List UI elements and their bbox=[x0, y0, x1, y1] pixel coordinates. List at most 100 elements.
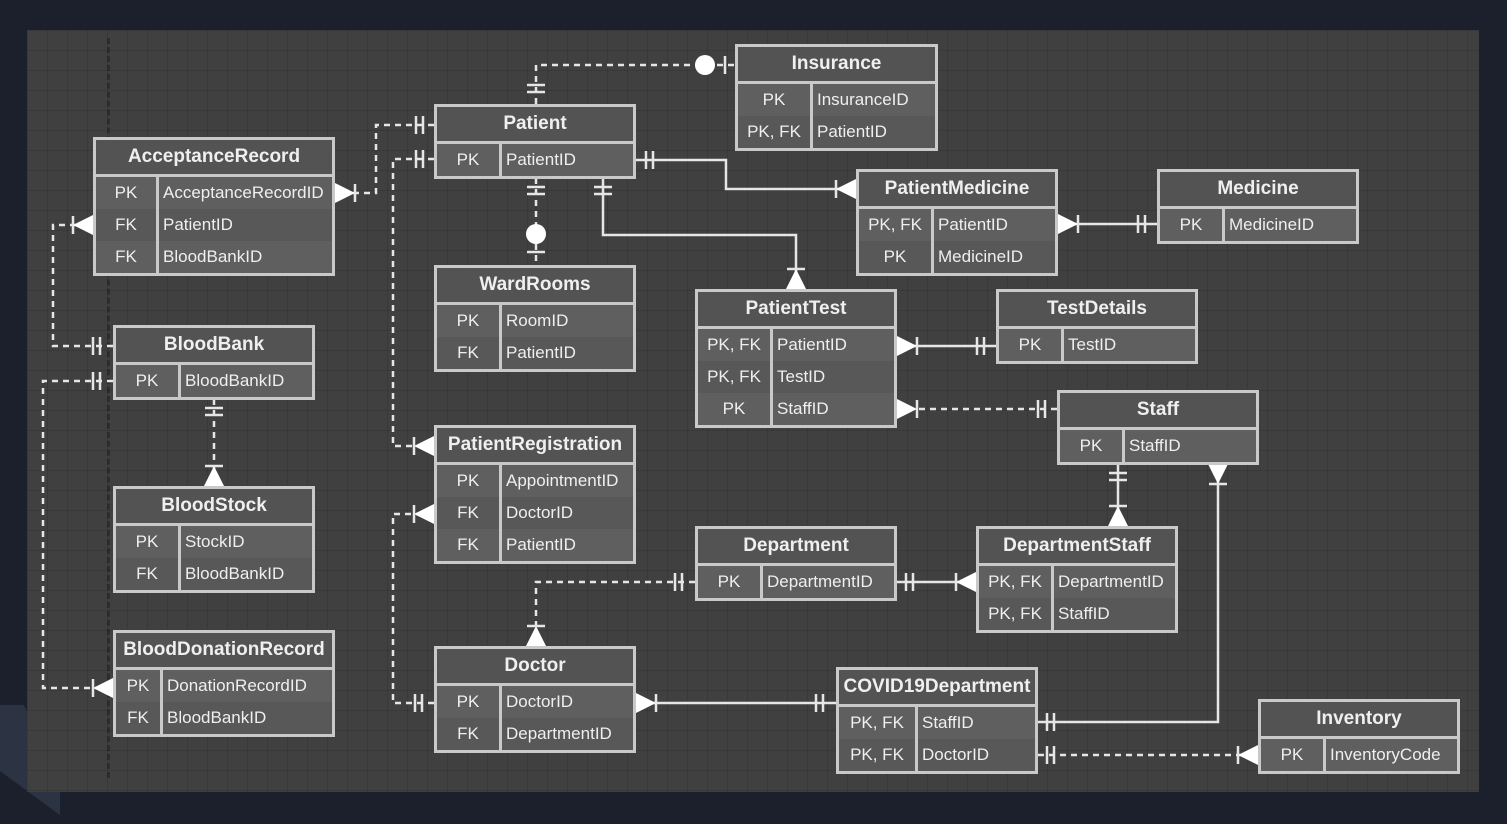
rel-patient-patienttest bbox=[601, 178, 798, 289]
field-name: MedicineID bbox=[938, 247, 1024, 266]
field-name: PatientID bbox=[817, 122, 887, 141]
key-type: PK, FK bbox=[859, 209, 934, 241]
field-name: DonationRecordID bbox=[167, 676, 307, 695]
field-name: DepartmentID bbox=[506, 724, 612, 743]
rel-patient-patientmedicine bbox=[636, 158, 856, 191]
key-type: FK bbox=[116, 558, 181, 590]
crows-foot-many-marker bbox=[335, 183, 355, 203]
key-type: PK, FK bbox=[979, 598, 1054, 630]
crows-foot-many-marker bbox=[93, 678, 113, 698]
key-type: FK bbox=[96, 209, 159, 241]
crows-foot-many-marker bbox=[956, 572, 976, 592]
key-type: PK, FK bbox=[839, 739, 918, 771]
key-type: PK bbox=[999, 329, 1064, 361]
key-type: PK bbox=[1261, 739, 1326, 771]
field-name: PatientID bbox=[163, 215, 233, 234]
key-type: FK bbox=[437, 718, 502, 750]
key-type: PK, FK bbox=[698, 329, 773, 361]
key-type: PK bbox=[698, 566, 763, 598]
key-type: PK bbox=[96, 177, 159, 209]
crows-foot-many-marker bbox=[897, 336, 917, 356]
field-name: BloodBankID bbox=[185, 564, 285, 583]
field-name: MedicineID bbox=[1229, 215, 1315, 234]
field-name: DoctorID bbox=[506, 692, 574, 711]
zero-optional-marker bbox=[526, 224, 546, 244]
key-type: PK bbox=[437, 686, 502, 718]
key-type: FK bbox=[96, 241, 159, 273]
field-name: InventoryCode bbox=[1330, 745, 1441, 764]
key-type: PK, FK bbox=[698, 361, 773, 393]
field-name: BloodBankID bbox=[163, 247, 263, 266]
crows-foot-many-marker bbox=[414, 504, 434, 524]
key-type: PK bbox=[437, 305, 502, 337]
crows-foot-many-marker bbox=[1208, 464, 1228, 484]
rel-department-doctor bbox=[534, 580, 695, 646]
entity-title: Inventory bbox=[1261, 702, 1457, 739]
rel-covid19department-staff bbox=[1038, 464, 1220, 724]
key-type: PK bbox=[698, 393, 773, 425]
key-type: PK bbox=[437, 465, 502, 497]
crows-foot-many-marker bbox=[636, 693, 656, 713]
field-name: InsuranceID bbox=[817, 90, 909, 109]
key-type: FK bbox=[437, 529, 502, 561]
crows-foot-many-marker bbox=[204, 466, 224, 486]
key-type: PK bbox=[1160, 209, 1225, 241]
field-name: PatientID bbox=[506, 343, 576, 362]
field-name: AppointmentID bbox=[506, 471, 619, 490]
entity-title: BloodBank bbox=[116, 328, 312, 365]
key-type: PK, FK bbox=[839, 707, 918, 739]
rel-patient-insurance bbox=[534, 63, 735, 104]
field-name: StockID bbox=[185, 532, 245, 551]
crows-foot-many-marker bbox=[1058, 214, 1078, 234]
entity-title: BloodDonationRecord bbox=[116, 633, 332, 670]
field-name: DepartmentID bbox=[767, 572, 873, 591]
key-type: PK bbox=[116, 670, 163, 702]
